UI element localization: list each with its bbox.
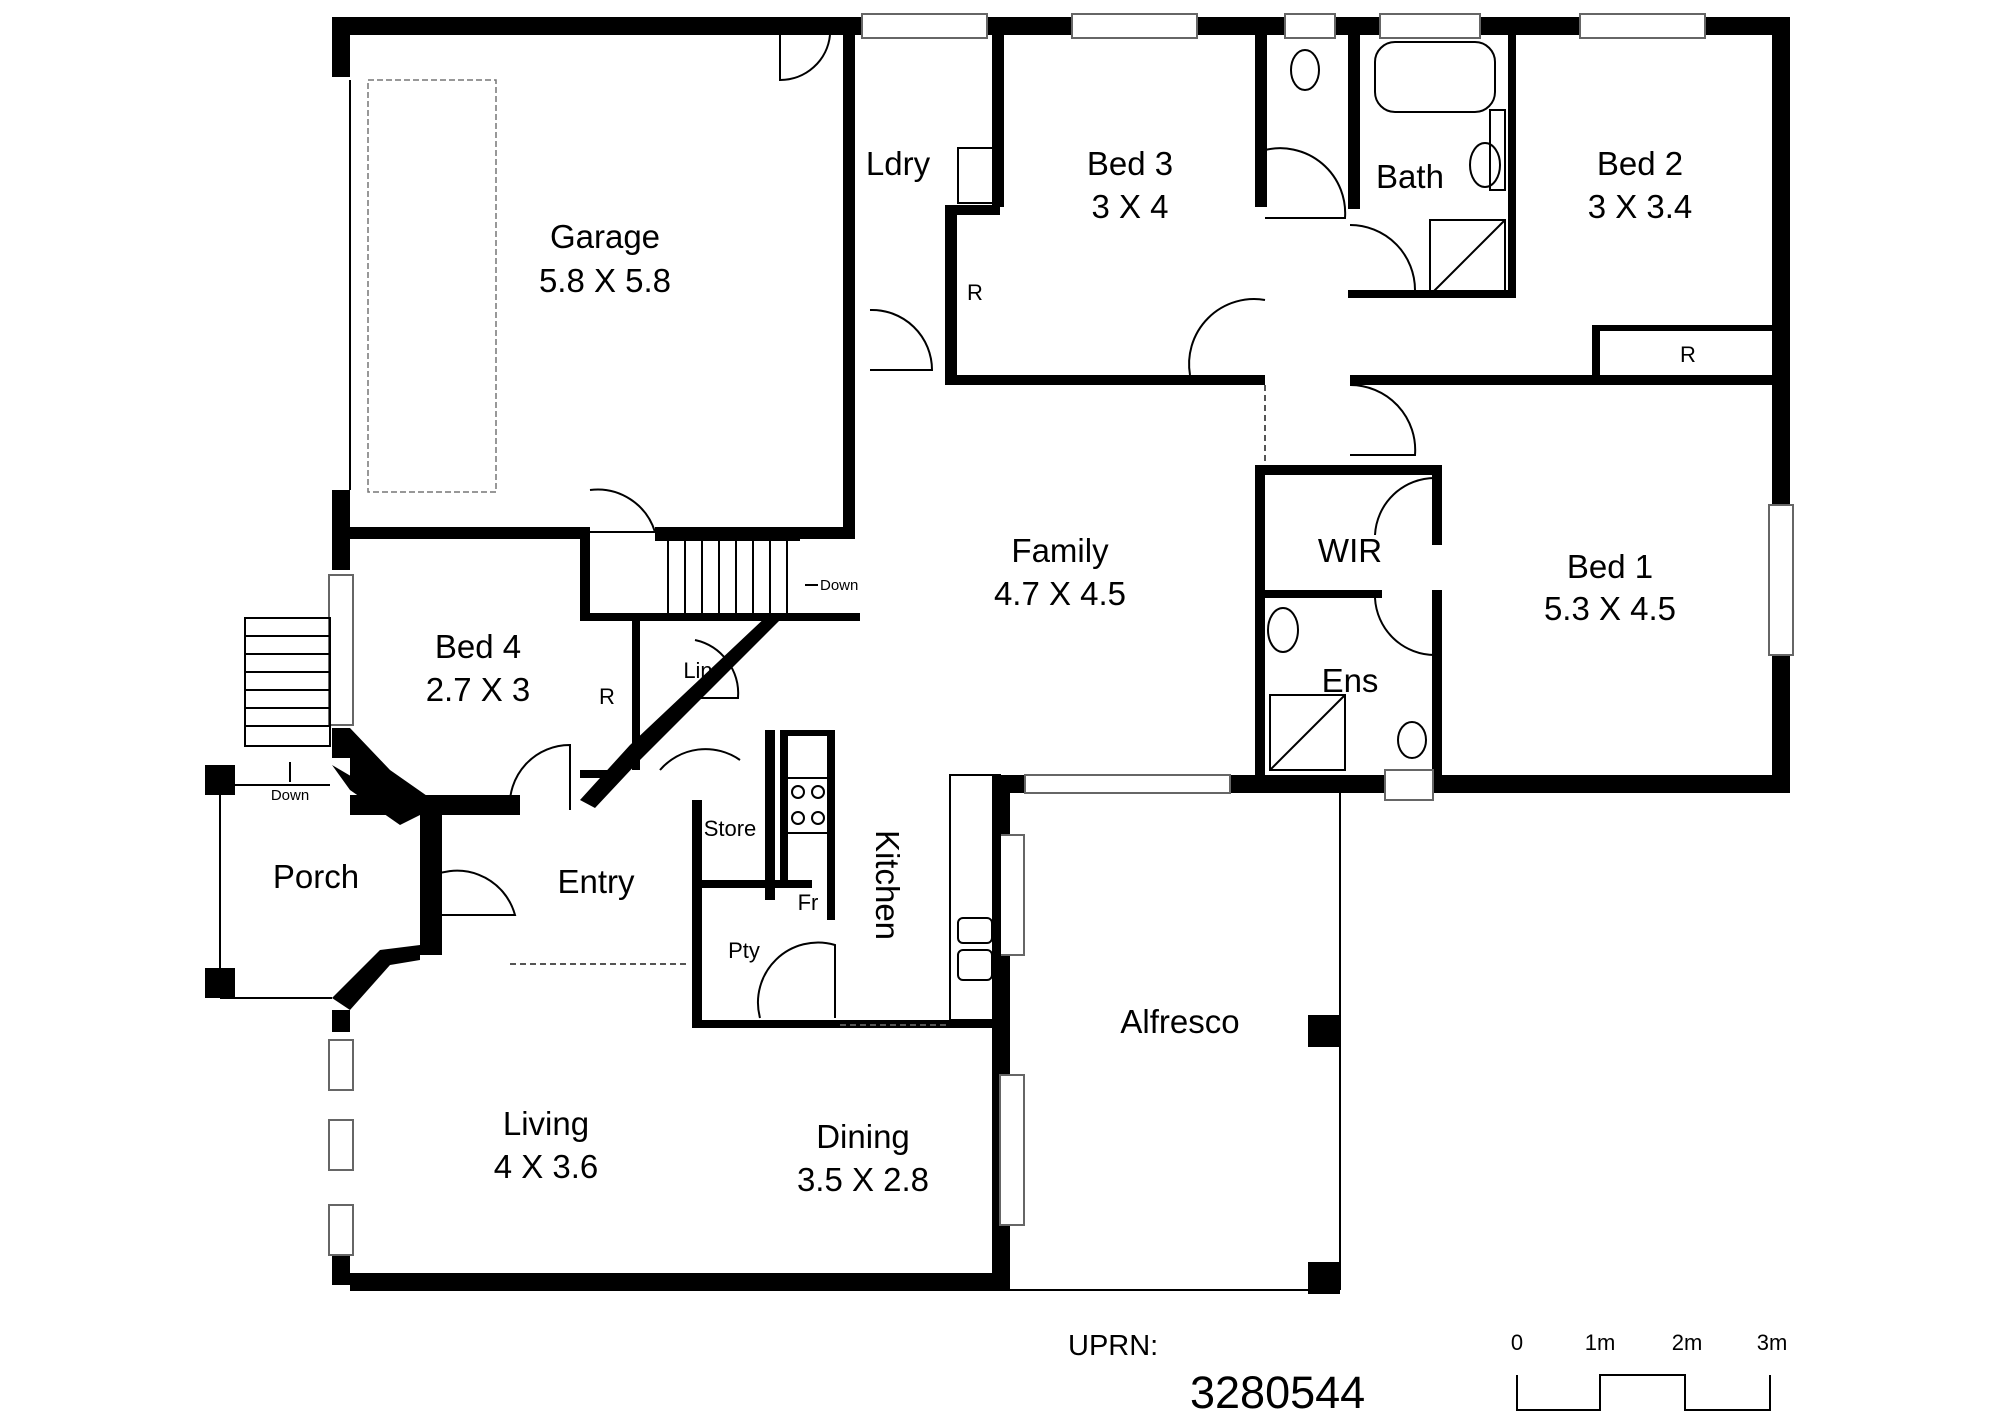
doors: [424, 34, 1436, 1019]
bed4-dims: 2.7 X 3: [426, 671, 531, 708]
bed3-dims: 3 X 4: [1091, 188, 1168, 225]
entry-label: Entry: [557, 863, 635, 900]
bed1-name: Bed 1: [1567, 548, 1653, 585]
stairs: [655, 539, 800, 615]
laundry-robe-label: R: [967, 280, 983, 305]
alfresco-label: Alfresco: [1120, 1003, 1239, 1040]
kitchen-label: Kitchen: [869, 830, 906, 940]
uprn-label: UPRN:: [1068, 1330, 1158, 1362]
bed4-name: Bed 4: [435, 628, 521, 665]
laundry-label: Ldry: [866, 145, 931, 182]
bed2-name: Bed 2: [1597, 145, 1683, 182]
scale-tick-2: 2m: [1672, 1330, 1703, 1355]
uprn-value: 3280544: [1190, 1367, 1365, 1414]
windows: [328, 13, 1794, 1256]
living-dims: 4 X 3.6: [494, 1148, 599, 1185]
ensuite-label: Ens: [1322, 662, 1379, 699]
bath-label: Bath: [1376, 158, 1444, 195]
fixtures: [219, 41, 1771, 1411]
fridge-label: Fr: [798, 890, 819, 915]
bed4-robe-label: R: [599, 684, 615, 709]
scale-tick-3: 3m: [1757, 1330, 1788, 1355]
garage-dims: 5.8 X 5.8: [539, 262, 671, 299]
porch-down-label: Down: [271, 787, 309, 804]
dining-dims: 3.5 X 2.8: [797, 1161, 929, 1198]
scale-tick-1: 1m: [1585, 1330, 1616, 1355]
bed1-dims: 5.3 X 4.5: [1544, 590, 1676, 627]
living-name: Living: [503, 1105, 589, 1142]
bed2-dims: 3 X 3.4: [1588, 188, 1693, 225]
wir-label: WIR: [1318, 532, 1382, 569]
dining-name: Dining: [816, 1118, 910, 1155]
bed2-robe-label: R: [1680, 342, 1696, 367]
garage-name: Garage: [550, 218, 660, 255]
scale-tick-0: 0: [1511, 1330, 1523, 1355]
room-labels: Garage 5.8 X 5.8 Ldry R Bed 3 3 X 4 Bath…: [271, 145, 1696, 1198]
stairs-down-label: Down: [820, 577, 858, 594]
store-label: Store: [704, 816, 757, 841]
family-dims: 4.7 X 4.5: [994, 575, 1126, 612]
pantry-label: Pty: [728, 938, 760, 963]
porch-stairs: [244, 617, 331, 747]
family-name: Family: [1011, 532, 1109, 569]
porch-label: Porch: [273, 858, 359, 895]
linen-label: Lin: [683, 658, 712, 683]
footer: UPRN: 3280544 0 1m 2m 3m: [1068, 1330, 1787, 1414]
bed3-name: Bed 3: [1087, 145, 1173, 182]
